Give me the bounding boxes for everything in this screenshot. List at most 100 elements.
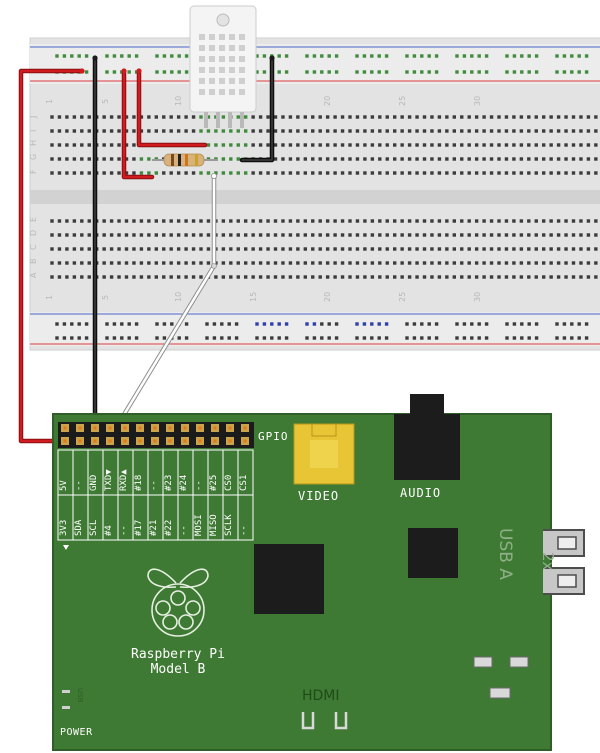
breadboard-hole [467, 275, 471, 279]
breadboard-hole [474, 247, 479, 251]
breadboard-hole [333, 219, 337, 223]
breadboard-hole [124, 157, 129, 161]
col-num-top-25: 25 [398, 96, 407, 106]
col-num-top-5: 5 [101, 99, 110, 104]
breadboard-hole [191, 247, 196, 251]
rail-hole [520, 336, 524, 340]
rail-hole [155, 322, 159, 326]
breadboard-hole [482, 219, 486, 223]
breadboard-hole [318, 171, 322, 175]
breadboard-hole [303, 171, 307, 175]
rail-hole [520, 54, 524, 58]
breadboard-hole [311, 261, 315, 265]
breadboard-hole [519, 247, 524, 251]
rail-hole [127, 336, 131, 340]
rail-hole [284, 322, 289, 326]
breadboard-hole [124, 261, 129, 265]
breadboard-hole [333, 171, 337, 175]
breadboard-hole [474, 115, 479, 119]
breadboard-hole [549, 247, 553, 251]
rail-hole [277, 70, 281, 74]
breadboard-hole [191, 129, 196, 133]
raspberry-logo-icon [147, 568, 209, 637]
raspberry-logo-seed-5 [178, 614, 194, 630]
dht-grille-slot [239, 78, 245, 84]
rail-hole [170, 322, 174, 326]
breadboard-hole [50, 247, 54, 251]
rail-hole [355, 322, 359, 326]
breadboard-hole [117, 233, 121, 237]
rail-hole [534, 70, 539, 74]
breadboard-hole [348, 129, 352, 133]
breadboard-hole [489, 261, 494, 265]
breadboard-hole [191, 115, 196, 119]
dht-sensor-mount-hole [216, 13, 230, 27]
rail-hole [62, 322, 67, 326]
breadboard-hole [154, 261, 158, 265]
rail-hole [427, 54, 431, 58]
breadboard-hole [355, 247, 360, 251]
breadboard-hole [452, 233, 456, 237]
breadboard-hole [504, 143, 509, 147]
rail-hole [55, 54, 59, 58]
breadboard-hole [214, 171, 218, 175]
breadboard-hole [445, 115, 449, 119]
breadboard-hole [199, 233, 203, 237]
breadboard-hole [512, 247, 516, 251]
col-num-top-20: 20 [323, 96, 332, 106]
breadboard-hole [251, 143, 255, 147]
breadboard-hole [512, 129, 516, 133]
breadboard-hole [564, 171, 568, 175]
breadboard-hole [303, 219, 307, 223]
breadboard-hole [534, 143, 538, 147]
rail-hole [362, 70, 367, 74]
breadboard-hole [579, 275, 583, 279]
breadboard-hole [340, 157, 345, 161]
pin-bottom-label-21: #21 [149, 520, 159, 536]
breadboard-hole [221, 261, 226, 265]
breadboard-hole [169, 261, 173, 265]
breadboard-hole [184, 233, 188, 237]
breadboard-hole [206, 233, 211, 237]
breadboard-hole [579, 247, 583, 251]
breadboard-hole [474, 157, 479, 161]
dht-grille-slot [199, 34, 205, 40]
breadboard-hole [482, 275, 486, 279]
breadboard-hole [497, 171, 501, 175]
breadboard-hole [378, 219, 382, 223]
breadboard-hole [556, 157, 561, 161]
breadboard-hole [288, 157, 293, 161]
rail-hole [377, 336, 381, 340]
dht-grille-slot [229, 34, 235, 40]
breadboard-hole [124, 275, 129, 279]
breadboard-hole [586, 157, 591, 161]
rail-hole [555, 54, 559, 58]
breadboard-hole [504, 233, 509, 237]
breadboard-hole [214, 129, 218, 133]
breadboard-hole [393, 129, 397, 133]
gpio-pin-center [138, 439, 142, 443]
breadboard-hole [311, 219, 315, 223]
breadboard-hole [571, 143, 576, 147]
breadboard-hole [489, 115, 494, 119]
breadboard-hole [452, 261, 456, 265]
row-letter-a: A [29, 272, 38, 278]
breadboard-hole [489, 157, 494, 161]
breadboard-hole [169, 219, 173, 223]
breadboard-hole [281, 115, 285, 119]
breadboard-hole [370, 261, 375, 265]
rail-hole [512, 322, 517, 326]
rail-hole [577, 336, 581, 340]
breadboard-hole [460, 171, 464, 175]
breadboard-hole [258, 129, 263, 133]
rail-hole [262, 336, 267, 340]
breadboard-hole [72, 219, 77, 223]
breadboard-hole [236, 143, 240, 147]
breadboard-hole [586, 233, 591, 237]
rail-hole [255, 70, 259, 74]
gpio-pin-center [138, 426, 142, 430]
breadboard-hole [229, 157, 233, 161]
breadboard-hole [266, 247, 270, 251]
rail-hole [234, 322, 239, 326]
breadboard-hole [303, 275, 307, 279]
